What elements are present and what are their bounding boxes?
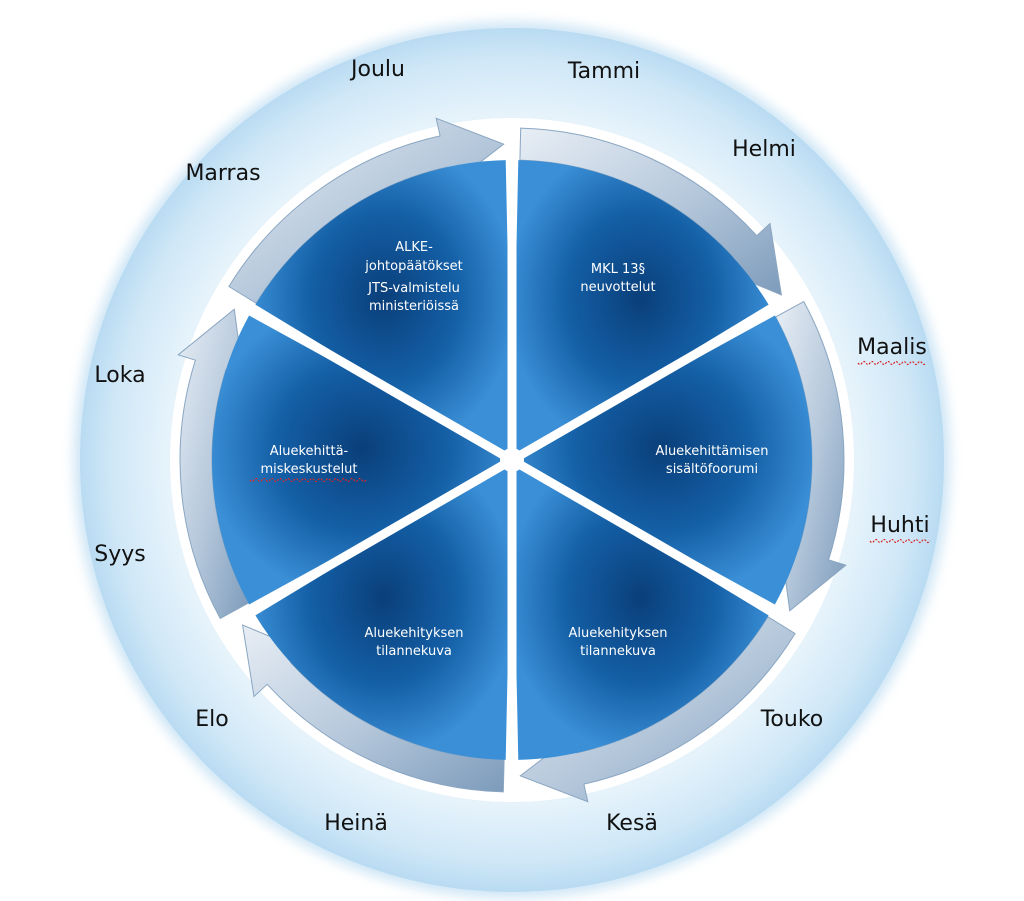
sector-forum-sub: sisältöfoorumi [666,462,758,477]
month-helmi: Helmi [732,137,796,162]
center-hub [500,448,524,472]
spellcheck-underline-huhti [869,538,931,544]
month-tammi: Tammi [567,59,640,84]
sector-keskustelut [212,315,513,605]
sector-tilanne-left [255,460,512,760]
divider-line [509,304,778,464]
sector-mkl-title: MKL 13§ [591,262,645,277]
sector-tilanne-left-title: Aluekehityksen [365,626,464,641]
month-maalis: Maalis [857,335,927,360]
spellcheck-underline-keskustelut [249,477,367,483]
sector-dividers [246,156,778,764]
sector-alke-line4: ministeriöissä [369,299,459,314]
sector-alke [255,160,512,460]
sector-forum [512,315,812,605]
sector-mkl-sub: neuvottelut [580,280,655,295]
sector-mkl [512,160,769,460]
month-syys: Syys [94,542,145,567]
sector-keskustelut-title: Aluekehittä- [270,444,349,459]
sector-tilanne-left-sub: tilannekuva [376,644,452,659]
month-joulu: Joulu [349,57,405,82]
month-heina: Heinä [324,811,388,836]
sector-forum-title: Aluekehittämisen [655,444,768,459]
sector-alke-line1: ALKE- [395,240,433,255]
sector-tilanne-right-title: Aluekehityksen [569,626,668,641]
month-touko: Touko [760,707,824,732]
sector-group [212,160,812,760]
month-elo: Elo [195,707,228,732]
month-huhti: Huhti [870,513,929,538]
divider-line [509,456,778,616]
sector-tilanne-right-sub: tilannekuva [580,644,656,659]
divider-line [246,456,515,616]
sector-alke-line3: JTS-valmistelu [367,281,460,296]
sector-alke-line2: johtopäätökset [364,259,463,274]
month-marras: Marras [185,161,260,186]
sector-tilanne-right [512,460,769,760]
sector-keskustelut-sub: miskeskustelut [260,462,357,477]
month-kesa: Kesä [606,811,658,836]
divider-line [246,304,515,464]
month-loka: Loka [94,363,145,388]
spellcheck-underline-maalis [857,360,927,366]
